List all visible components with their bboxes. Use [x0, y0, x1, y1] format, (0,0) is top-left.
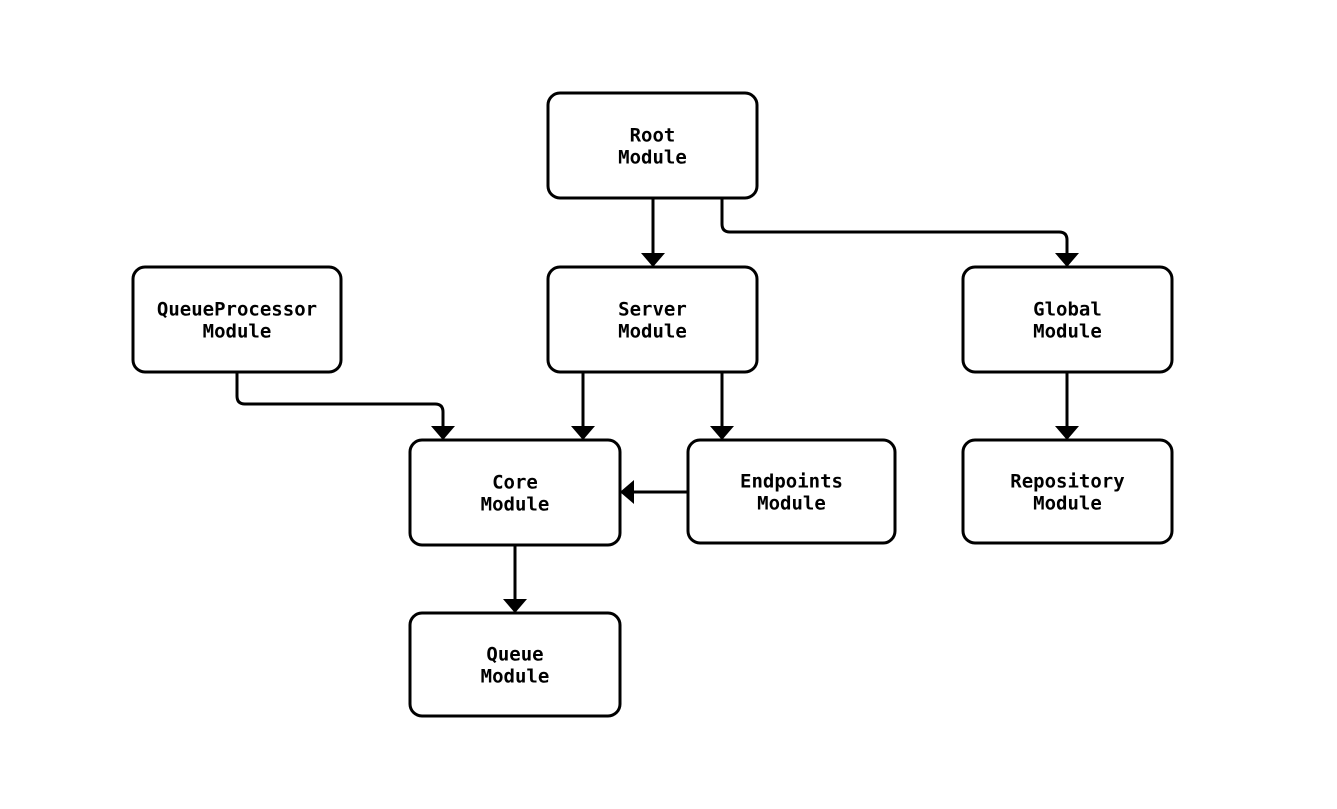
- node-label-line: Root: [630, 125, 676, 147]
- node-box: [961, 265, 1174, 374]
- node-box: [408, 611, 622, 718]
- node-box: [546, 265, 759, 374]
- node-label-line: Module: [757, 493, 826, 515]
- node-box: [961, 438, 1174, 545]
- node-label-line: Endpoints: [740, 471, 843, 493]
- edge-root-to-global: [720, 198, 1079, 267]
- node-label-line: Repository: [1010, 471, 1124, 493]
- node-label-line: Module: [203, 321, 272, 343]
- edge-queueprocessor-to-core: [235, 372, 455, 440]
- node-label-line: Queue: [486, 644, 543, 666]
- node-box: [686, 438, 897, 545]
- node-box: [131, 265, 343, 374]
- node-label-line: Global: [1033, 299, 1102, 321]
- node-label-line: QueueProcessor: [157, 299, 317, 321]
- node-label-line: Module: [481, 666, 550, 688]
- node-box: [408, 438, 622, 547]
- node-label-line: Server: [618, 299, 687, 321]
- node-label-line: Module: [481, 494, 550, 516]
- node-label-line: Module: [618, 147, 687, 169]
- node-label-line: Module: [1033, 493, 1102, 515]
- node-label-line: Module: [1033, 321, 1102, 343]
- node-label-line: Core: [492, 472, 538, 494]
- node-box: [546, 91, 759, 200]
- node-label-line: Module: [618, 321, 687, 343]
